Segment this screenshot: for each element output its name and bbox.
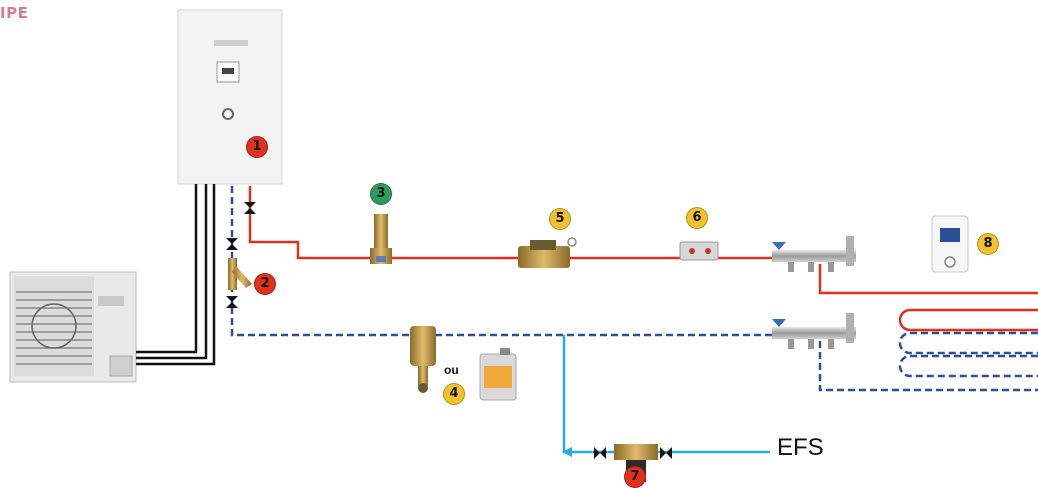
link-cables <box>136 184 216 366</box>
treatment-canister-icon <box>479 348 517 401</box>
component-badge-4: 4 <box>443 383 465 405</box>
component-badge-6: 6 <box>686 207 708 229</box>
component-badge-3: 3 <box>370 183 392 205</box>
flow-meter-icon <box>518 237 577 268</box>
component-badge-7: 7 <box>624 466 646 488</box>
indoor-hydraulic-unit <box>177 9 283 185</box>
return-pipe <box>230 186 1038 392</box>
return-manifold-icon <box>772 313 856 349</box>
room-thermostat-icon <box>931 215 969 273</box>
efs-label: EFS <box>777 434 824 461</box>
or-label: ou <box>444 363 459 377</box>
supply-manifold-icon <box>772 236 856 272</box>
component-badge-5: 5 <box>549 208 571 230</box>
corner-label: IPE <box>0 4 29 22</box>
component-badge-8: 8 <box>977 233 999 255</box>
valve-icons <box>226 202 672 459</box>
component-badge-1: 1 <box>246 136 268 158</box>
safety-valve-icon <box>370 214 392 264</box>
component-badge-2: 2 <box>254 273 276 295</box>
supply-pipe <box>248 186 1038 332</box>
sludge-separator-icon <box>410 326 436 393</box>
cold-water-pipe <box>562 335 770 454</box>
outdoor-heat-pump-unit <box>9 271 137 383</box>
temperature-sensor-icon <box>679 241 719 261</box>
strainer-filter-icon <box>228 258 252 290</box>
flow-arrow-icon <box>562 447 572 457</box>
